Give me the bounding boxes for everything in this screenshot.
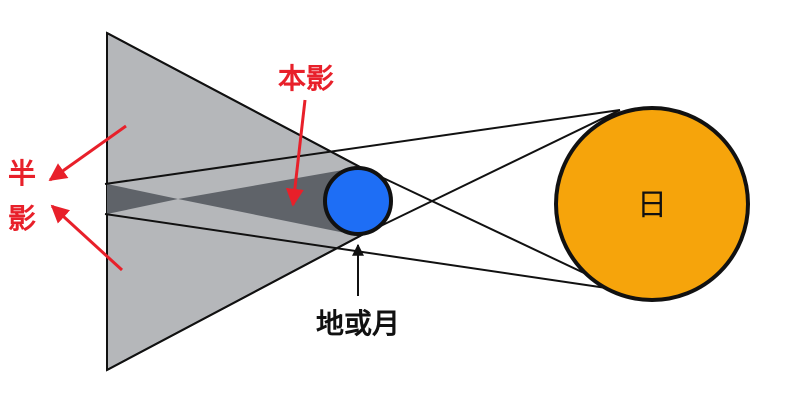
ray-upper-umbra (104, 109, 621, 185)
penumbra-edge-bottom (106, 235, 361, 371)
penumbra-label-top: 半 (8, 157, 36, 190)
sun-label: 日 (637, 188, 667, 223)
penumbra-arrow-up (48, 124, 127, 182)
earth-or-moon-label: 地或月 (316, 307, 400, 340)
penumbra-arrow-down (50, 204, 124, 272)
penumbra-edge-top (106, 32, 361, 168)
ray-cross-bottom (359, 109, 621, 237)
earth-or-moon-disc (323, 166, 393, 236)
umbra-label: 本影 (278, 62, 334, 95)
umbra-arrow (285, 99, 307, 207)
penumbra-label-bottom: 影 (8, 202, 36, 235)
sun-disc (554, 106, 750, 302)
ray-cross-top (359, 166, 621, 291)
